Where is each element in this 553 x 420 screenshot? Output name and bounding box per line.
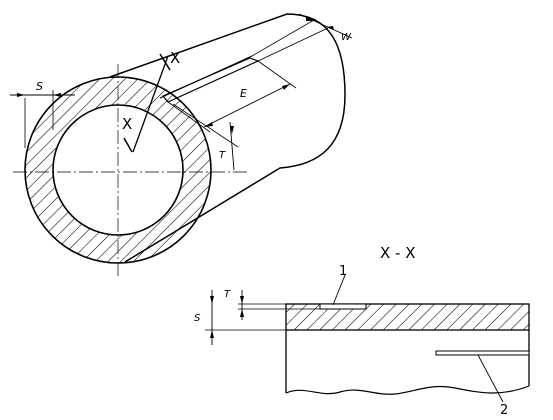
label-x-upper: X	[170, 49, 180, 67]
t-dimension-line	[229, 121, 235, 171]
callout-1: 1	[339, 264, 347, 279]
label-x-lower: X	[122, 115, 132, 133]
callout-2-leader	[477, 354, 504, 403]
pipe-outer-outline	[109, 13, 346, 263]
break-line	[285, 385, 530, 395]
label-e: E	[240, 87, 247, 100]
section-title: X - X	[380, 244, 416, 262]
callout-1-leader	[332, 274, 346, 306]
section-view	[205, 274, 530, 403]
e-dimension-line	[203, 83, 291, 128]
defect-1	[319, 303, 367, 310]
label-s: S	[36, 80, 43, 93]
callout-2: 2	[500, 403, 508, 418]
label-s-detail: S	[194, 313, 201, 324]
pipe-isometric-view	[10, 13, 353, 278]
label-t-detail: T	[224, 289, 231, 300]
label-t: T	[219, 150, 226, 161]
label-w: W	[341, 32, 352, 43]
defect-2	[435, 350, 530, 356]
section-line-x	[132, 55, 169, 153]
